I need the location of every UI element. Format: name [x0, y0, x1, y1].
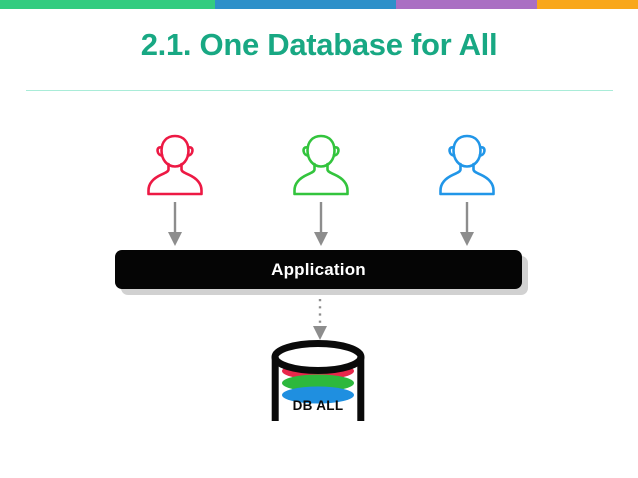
db-band-blue — [282, 386, 354, 404]
db-band-green — [282, 374, 354, 392]
user-icon-red — [143, 130, 207, 200]
top-accent-bar — [0, 0, 638, 9]
accent-segment-green — [0, 0, 215, 9]
arrow-application-to-database — [311, 297, 329, 345]
arrow-user-green-to-application — [312, 201, 330, 249]
arrow-user-red-to-application — [166, 201, 184, 249]
database-label: DB ALL — [292, 398, 344, 413]
user-icon-green — [289, 130, 353, 200]
architecture-diagram: Application DB ALL — [0, 100, 638, 478]
user-icon-blue — [435, 130, 499, 200]
application-label: Application — [271, 259, 366, 279]
application-node[interactable]: Application — [115, 250, 522, 289]
arrow-user-blue-to-application — [458, 201, 476, 249]
page-title: 2.1. One Database for All — [140, 27, 498, 62]
database-node[interactable] — [262, 340, 374, 432]
accent-segment-purple — [396, 0, 537, 9]
accent-segment-orange — [537, 0, 638, 9]
title-divider — [26, 90, 613, 91]
accent-segment-blue — [215, 0, 396, 9]
